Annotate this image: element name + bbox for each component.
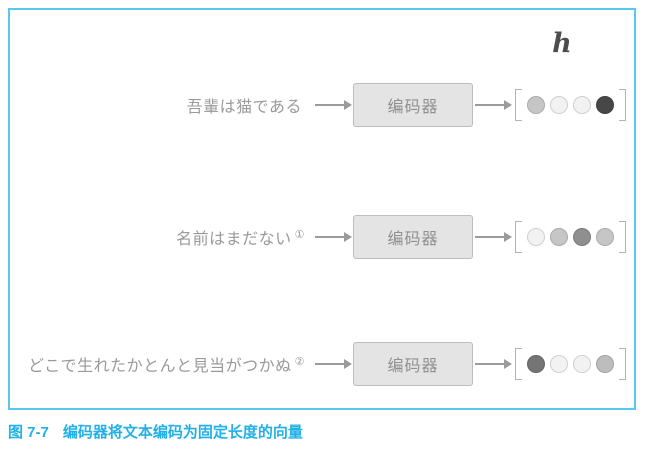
encoder-box-3: 编码器	[353, 342, 473, 386]
arrow-right-icon	[475, 100, 512, 110]
arrow-right-icon	[315, 100, 352, 110]
bracket-left-icon	[515, 221, 522, 253]
vector-element	[573, 96, 591, 114]
arrow-right-icon	[475, 232, 512, 242]
figure-caption: 图 7-7 编码器将文本编码为固定长度的向量	[8, 421, 303, 442]
bracket-right-icon	[619, 348, 626, 380]
vector-element	[596, 355, 614, 373]
vector-element	[596, 228, 614, 246]
vector-element	[550, 228, 568, 246]
vector-element	[527, 96, 545, 114]
bracket-right-icon	[619, 89, 626, 121]
vector-element	[527, 228, 545, 246]
bracket-left-icon	[515, 89, 522, 121]
footnote-marker: ②	[294, 355, 305, 368]
output-vector-3	[515, 348, 626, 380]
arrow-right-icon	[315, 232, 352, 242]
figure-frame	[8, 8, 636, 410]
input-text: 名前はまだない	[176, 231, 292, 248]
vector-element	[527, 355, 545, 373]
vector-element	[573, 355, 591, 373]
figure-caption-text: 编码器将文本编码为固定长度的向量	[62, 424, 303, 441]
vector-element	[550, 355, 568, 373]
encoder-label: 编码器	[387, 358, 439, 375]
bracket-left-icon	[515, 348, 522, 380]
input-sentence-1: 吾輩は猫である	[10, 93, 315, 117]
footnote-marker: ①	[294, 228, 305, 241]
arrow-right-icon	[315, 359, 352, 369]
figure-number: 图 7-7	[8, 424, 49, 441]
encoder-row-1: 吾輩は猫である 编码器	[10, 82, 626, 128]
encoder-label: 编码器	[387, 99, 439, 116]
output-vector-1	[515, 89, 626, 121]
encoder-label: 编码器	[387, 231, 439, 248]
hidden-state-symbol: h	[552, 28, 572, 59]
arrow-right-icon	[475, 359, 512, 369]
vector-element	[596, 96, 614, 114]
output-vector-2	[515, 221, 626, 253]
input-text: 吾輩は猫である	[186, 99, 302, 116]
vector-element	[573, 228, 591, 246]
bracket-right-icon	[619, 221, 626, 253]
input-text: どこで生れたかとんと見当がつかぬ	[28, 358, 292, 375]
vector-element	[550, 96, 568, 114]
encoder-box-1: 编码器	[353, 83, 473, 127]
encoder-box-2: 编码器	[353, 215, 473, 259]
